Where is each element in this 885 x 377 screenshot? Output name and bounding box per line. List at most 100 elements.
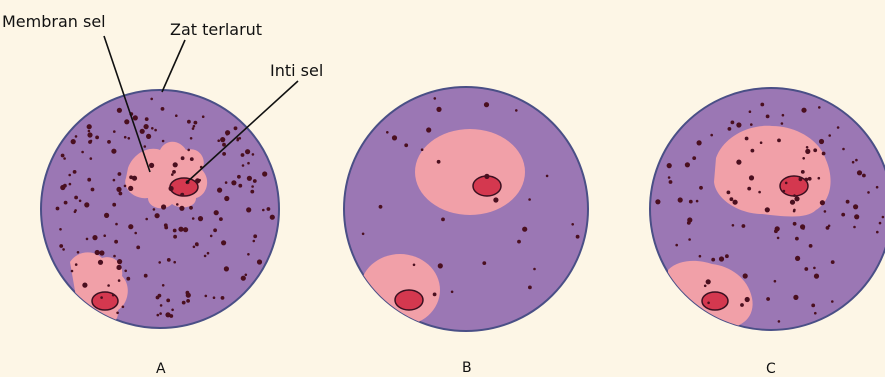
solute-particle xyxy=(522,226,528,232)
solute-particles-a xyxy=(55,97,275,318)
solute-particle xyxy=(855,158,858,162)
solute-particle xyxy=(805,146,809,149)
solute-particle xyxy=(99,250,105,256)
solute-particle xyxy=(76,251,80,254)
solute-particle xyxy=(777,138,781,143)
solute-particle xyxy=(131,175,138,181)
solute-particle xyxy=(684,162,691,168)
solute-particle xyxy=(172,170,176,174)
solute-particle xyxy=(262,208,265,212)
solute-particle xyxy=(225,130,231,136)
solute-particle xyxy=(836,126,840,129)
solute-particle xyxy=(132,115,138,121)
nucleus-b-main xyxy=(472,175,502,197)
solute-particle xyxy=(116,107,122,113)
solute-particle xyxy=(807,176,812,181)
solute-particle xyxy=(204,294,208,298)
solute-particle xyxy=(677,197,683,203)
solute-particle xyxy=(851,160,855,164)
solute-particle xyxy=(247,161,250,165)
solute-particle xyxy=(107,284,110,287)
solute-particle xyxy=(726,190,731,195)
solute-particle xyxy=(718,256,725,262)
solute-particle xyxy=(686,221,691,225)
solute-particle xyxy=(782,189,786,193)
solute-particle xyxy=(240,275,246,281)
solute-particle xyxy=(814,311,817,315)
solute-particle xyxy=(730,120,735,125)
solute-particle xyxy=(262,171,268,177)
solute-particle xyxy=(830,260,835,264)
panel-label-b: B xyxy=(462,360,472,376)
solute-particle xyxy=(123,135,127,139)
solute-particle xyxy=(181,300,186,305)
solute-particle xyxy=(231,180,237,186)
solute-particle xyxy=(74,263,78,266)
solute-particle xyxy=(246,207,252,213)
solute-particle xyxy=(81,150,84,154)
solute-particle xyxy=(741,224,746,228)
solute-particle xyxy=(842,147,845,151)
solute-particles-b xyxy=(361,97,580,297)
solute-particle xyxy=(126,276,131,281)
solute-particle xyxy=(764,207,770,213)
solute-particle xyxy=(60,153,65,158)
solute-particle xyxy=(748,110,752,113)
solute-particle xyxy=(78,199,82,203)
solute-particle xyxy=(575,234,580,239)
solute-particles-c xyxy=(655,102,885,323)
solute-particle xyxy=(804,177,809,182)
panel-a xyxy=(40,89,280,329)
solute-particle xyxy=(187,148,190,152)
solute-particle xyxy=(192,245,196,249)
solute-particle xyxy=(68,173,71,177)
solute-particle xyxy=(100,296,103,299)
solute-particle xyxy=(740,303,744,307)
solute-particle xyxy=(150,97,153,101)
solute-particle xyxy=(103,234,106,237)
panel-c xyxy=(649,87,885,331)
solute-particle xyxy=(867,191,870,194)
solute-particle xyxy=(189,157,194,162)
solute-particle xyxy=(84,202,90,208)
solute-particle xyxy=(818,138,825,145)
solute-particle xyxy=(878,221,882,225)
leader-nucleus xyxy=(185,80,299,184)
solute-particle xyxy=(795,236,799,241)
solute-particle xyxy=(793,294,799,300)
nucleus-a-corner xyxy=(91,291,119,311)
solute-particle xyxy=(165,312,171,318)
solute-particle xyxy=(483,102,490,108)
solute-particle xyxy=(668,180,673,184)
solute-particle xyxy=(825,226,830,230)
solute-particle xyxy=(800,170,805,174)
solute-particle xyxy=(180,156,185,161)
solute-particle xyxy=(695,199,699,203)
solute-particle xyxy=(70,269,74,273)
solute-particle xyxy=(82,282,88,288)
solute-particle xyxy=(675,243,678,247)
solute-particle xyxy=(134,231,137,235)
solute-particle xyxy=(144,117,149,121)
solute-particle xyxy=(813,266,816,270)
solute-particle xyxy=(881,215,885,219)
solute-particle xyxy=(59,244,64,248)
solute-particle xyxy=(821,151,826,156)
solute-particle xyxy=(747,186,752,191)
solute-particle xyxy=(186,299,191,303)
solute-particle xyxy=(251,185,254,188)
solute-particle xyxy=(386,131,389,134)
solute-particle xyxy=(62,248,65,251)
solute-particle xyxy=(171,308,174,312)
solute-particle xyxy=(253,234,258,239)
solute-particle xyxy=(192,124,196,128)
solute-particle xyxy=(213,210,219,216)
nucleus-c-corner xyxy=(701,291,729,311)
solute-particle xyxy=(112,178,116,182)
solute-particle xyxy=(194,242,199,247)
nucleus-a-main xyxy=(169,177,199,197)
solute-particle xyxy=(750,148,755,153)
solute-particle xyxy=(87,177,92,182)
solute-particle xyxy=(732,199,738,205)
solute-particle xyxy=(804,267,809,271)
